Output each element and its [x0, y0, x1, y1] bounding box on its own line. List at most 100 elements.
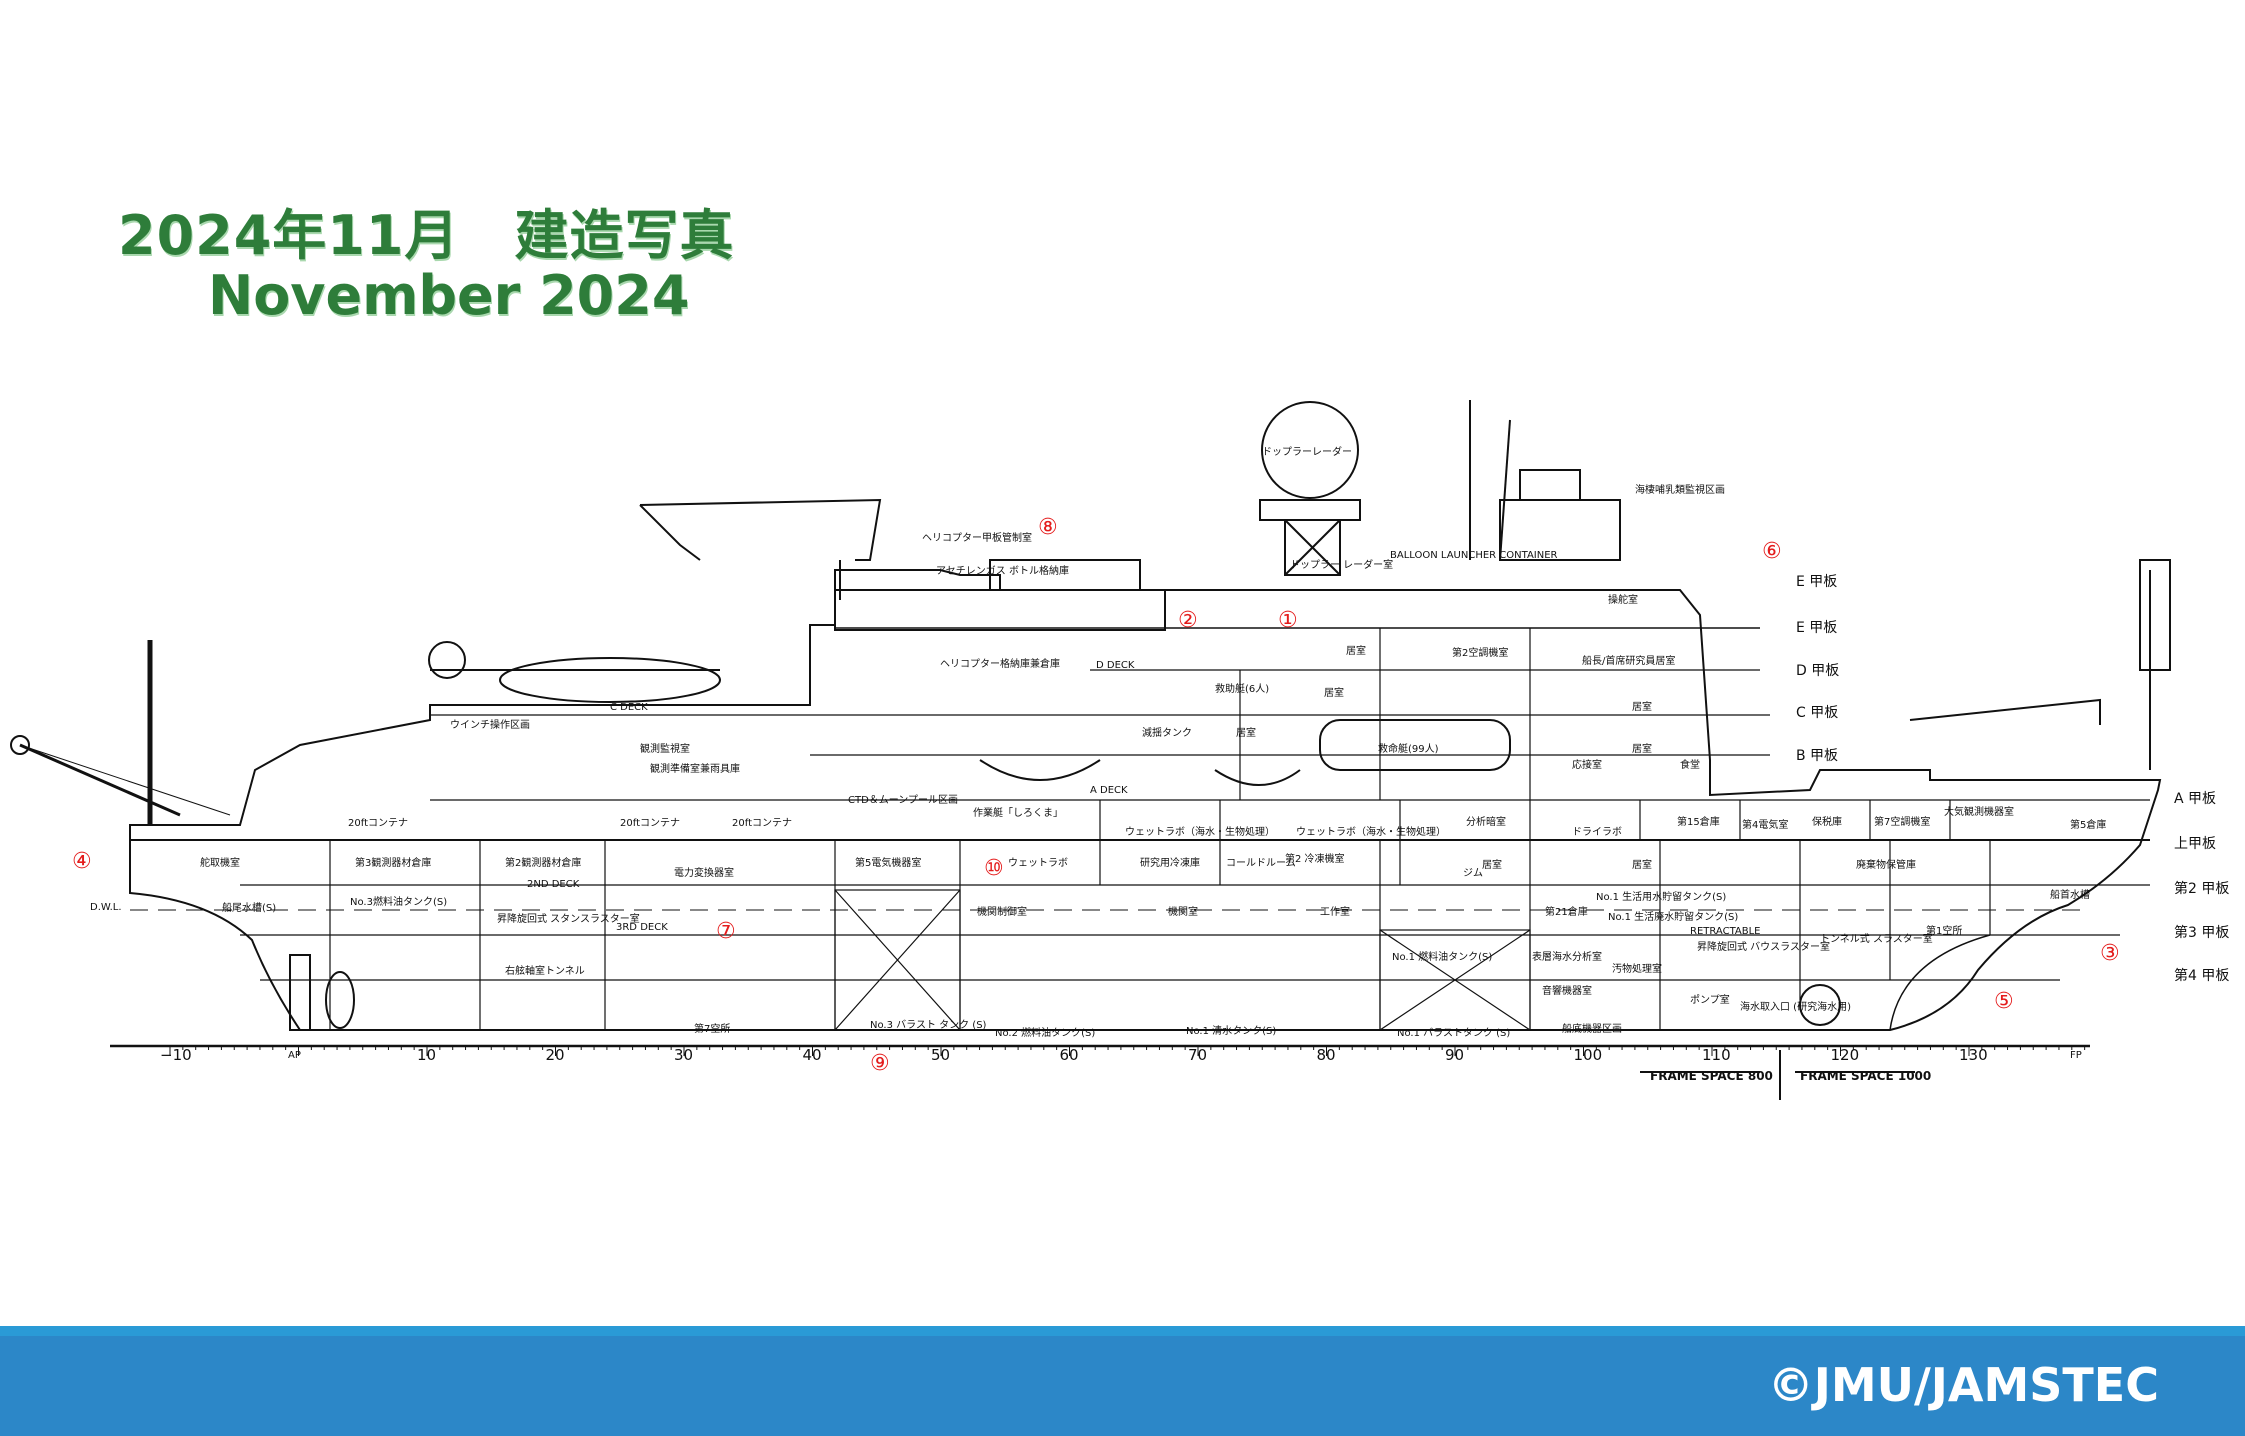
label-doppler-room: ドップラー レーダー室 — [1290, 558, 1393, 571]
frame-tick-label: 90 — [1445, 1046, 1464, 1064]
label-retractable: RETRACTABLE — [1690, 926, 1761, 937]
label-protective: 保税庫 — [1812, 815, 1842, 828]
footer-stripe — [0, 1326, 2245, 1336]
label-elec4: 第4電気室 — [1742, 818, 1788, 831]
frame-tick-label: 10 — [417, 1046, 436, 1064]
label-void7: 第7空所 — [694, 1022, 730, 1035]
label-void1: 第1空所 — [1926, 924, 1962, 937]
marker-7: ⑦ — [716, 919, 736, 944]
marker-4: ④ — [72, 849, 92, 874]
label-fuel1: No.1 燃料油タンク(S) — [1392, 950, 1492, 963]
label-ac2: 第2空調機室 — [1452, 646, 1508, 659]
label-power-conv: 電力変換器室 — [674, 866, 734, 879]
deck-label-2nd: 第2 甲板 — [2174, 880, 2229, 897]
label-work-boat: 作業艇「しろくま」 — [973, 806, 1063, 819]
label-obs-store3: 第3観測器材倉庫 — [355, 856, 431, 869]
frame-tick-label: −10 — [160, 1046, 192, 1064]
label-deck-3rd: 3RD DECK — [616, 922, 668, 933]
deck-label-e: E 甲板 — [1796, 574, 1837, 590]
label-analysis: 分析暗室 — [1466, 815, 1506, 828]
frame-tick-label: 40 — [803, 1046, 822, 1064]
label-stern-tank: 船尾水槽(S) — [222, 901, 276, 914]
label-fresh1: No.1 清水タンク(S) — [1186, 1024, 1276, 1037]
label-pump: ポンプ室 — [1690, 993, 1730, 1006]
label-ap: AP — [288, 1050, 301, 1061]
label-cabin-5: 居室 — [1632, 742, 1652, 755]
label-workshop: 工作室 — [1320, 905, 1350, 918]
label-dining: 食堂 — [1680, 758, 1700, 771]
frame-tick-label: 110 — [1702, 1046, 1731, 1064]
label-deck-d: D DECK — [1096, 660, 1135, 671]
label-azimuth: 昇降旋回式 スタンスラスター室 — [497, 912, 640, 925]
label-cabin-3: 居室 — [1236, 726, 1256, 739]
label-sea-ice: 海棲哺乳類監視区画 — [1635, 483, 1725, 496]
label-cabin-7: 居室 — [1482, 858, 1502, 871]
label-fuel2: No.2 燃料油タンク(S) — [995, 1026, 1095, 1039]
deck-label-d: D 甲板 — [1796, 663, 1839, 679]
label-dwl: D.W.L. — [90, 902, 122, 913]
label-acetylene: アセチレンガス ボトル格納庫 — [936, 564, 1069, 577]
deck-label-c: C 甲板 — [1796, 705, 1838, 721]
deck-label-3rd: 第3 甲板 — [2174, 924, 2229, 941]
label-obs-monitor: 観測監視室 — [640, 742, 690, 755]
label-ballast3: No.3 バラスト タンク (S) — [870, 1019, 987, 1031]
label-fresh-water1: No.1 生活用水貯留タンク(S) — [1596, 890, 1726, 903]
label-steering: 舵取機室 — [200, 856, 240, 869]
deck-label-upper: 上甲板 — [2174, 836, 2216, 852]
marker-6: ⑥ — [1762, 539, 1782, 564]
label-cabin-2: 居室 — [1324, 686, 1344, 699]
label-obs-prep: 観測準備室兼雨具庫 — [650, 762, 740, 775]
label-surface-sea: 表層海水分析室 — [1532, 950, 1602, 963]
label-fp: FP — [2070, 1050, 2082, 1061]
hull-outline — [129, 569, 2162, 1031]
page-subtitle: November 2024 — [208, 264, 690, 328]
label-cabin-1: 居室 — [1346, 644, 1366, 657]
marker-9: ⑨ — [870, 1051, 890, 1076]
label-atmos: 大気観測機器室 — [1944, 805, 2014, 818]
deck-label-a: A 甲板 — [2174, 791, 2216, 807]
marker-10: ⑩ — [984, 856, 1004, 881]
label-waste-store: 廃棄物保管庫 — [1856, 858, 1916, 871]
frame-tick-label: 20 — [546, 1046, 565, 1064]
frame-tick-label: 60 — [1060, 1046, 1079, 1064]
frame-tick-label: 50 — [931, 1046, 950, 1064]
marker-1: ① — [1278, 608, 1298, 633]
label-bottom-machinery: 船底機器区画 — [1562, 1022, 1622, 1035]
label-research-freezer: 研究用冷凍庫 — [1140, 856, 1200, 869]
label-ac7: 第7空調機室 — [1874, 815, 1930, 828]
frame-tick-label: 70 — [1188, 1046, 1207, 1064]
frame-tick-label: 130 — [1959, 1046, 1988, 1064]
label-wet-lab-1: ウェットラボ（海水・生物処理） — [1296, 825, 1446, 838]
label-reception: 応接室 — [1572, 758, 1602, 771]
label-heli-hangar: ヘリコプター格納庫兼倉庫 — [940, 657, 1060, 670]
label-cabin-6: 居室 — [1632, 858, 1652, 871]
marker-8: ⑧ — [1038, 515, 1058, 540]
label-sewage-room: 汚物処理室 — [1612, 962, 1662, 975]
marker-5: ⑤ — [1994, 989, 2014, 1014]
label-tunnel-thruster: トンネル式 スラスター室 — [1820, 932, 1933, 945]
label-bridge: 操舵室 — [1608, 593, 1638, 606]
label-rescue-boat: 救助艇(6人) — [1215, 682, 1269, 695]
label-elec5: 第5電気機器室 — [855, 856, 921, 869]
label-cold-room: コールドルーム — [1226, 857, 1296, 869]
label-engine-room: 機関室 — [1168, 905, 1198, 918]
label-ctd: CTD＆ムーンプール区画 — [848, 794, 958, 806]
label-shock-tank: 減揺タンク — [1142, 726, 1192, 739]
label-captain: 船長/首席研究員居室 — [1582, 654, 1675, 667]
frame-tick-label: 100 — [1574, 1046, 1603, 1064]
copyright: ©JMU/JAMSTEC — [1767, 1358, 2159, 1412]
footer-bar: ©JMU/JAMSTEC — [0, 1336, 2245, 1436]
label-deck-a: A DECK — [1090, 785, 1128, 796]
marker-2: ② — [1178, 608, 1198, 633]
label-tunnel-shaft: 右舷軸室トンネル — [505, 964, 585, 977]
label-obs-store2: 第2観測器材倉庫 — [505, 856, 581, 869]
label-seawater-intake: 海水取入口 (研究海水用) — [1740, 1000, 1851, 1013]
label-gym: ジム — [1463, 867, 1483, 879]
label-engine-ctrl: 機関制御室 — [977, 905, 1027, 918]
label-deck-2nd: 2ND DECK — [527, 879, 580, 890]
label-lifeboat: 救命艇(99人) — [1378, 742, 1439, 755]
frame-tick-label: 120 — [1831, 1046, 1860, 1064]
label-balloon: BALLOON LAUNCHER CONTAINER — [1390, 550, 1558, 561]
